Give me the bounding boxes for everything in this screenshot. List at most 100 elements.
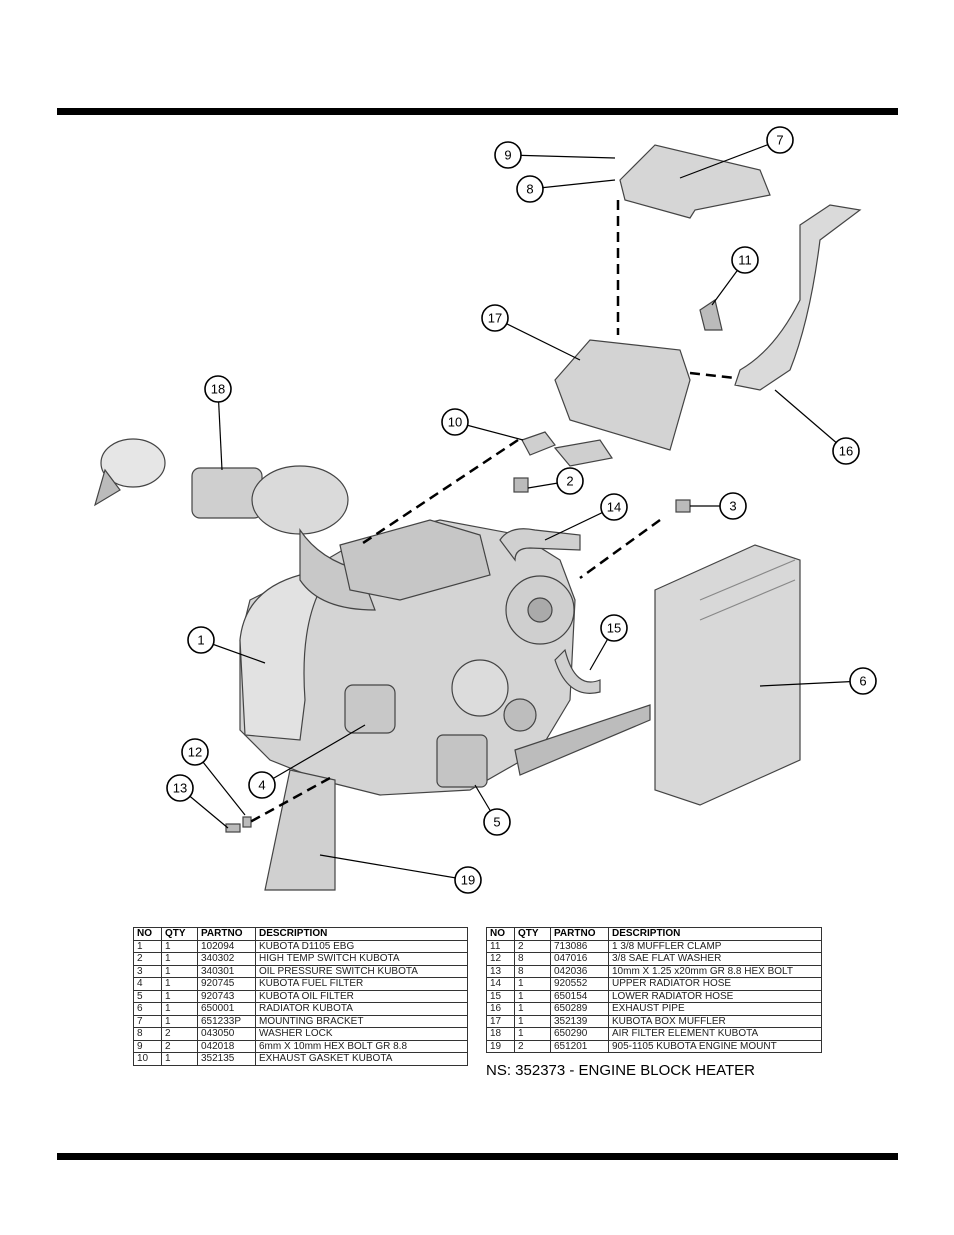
svg-text:17: 17 bbox=[488, 311, 502, 326]
svg-text:11: 11 bbox=[738, 253, 752, 268]
cell-description: 3/8 SAE FLAT WASHER bbox=[608, 952, 822, 966]
cell-no: 9 bbox=[133, 1039, 162, 1053]
header-description: DESCRIPTION bbox=[255, 927, 468, 941]
block-heater-note: NS: 352373 - ENGINE BLOCK HEATER bbox=[486, 1062, 755, 1079]
cell-description: LOWER RADIATOR HOSE bbox=[608, 989, 822, 1003]
table-header-row: NO QTY PARTNO DESCRIPTION bbox=[133, 927, 468, 941]
cell-qty: 2 bbox=[161, 1039, 198, 1053]
svg-text:2: 2 bbox=[566, 474, 573, 489]
cell-description: WASHER LOCK bbox=[255, 1027, 468, 1041]
cell-qty: 1 bbox=[161, 1002, 198, 1016]
cell-partno: 651201 bbox=[550, 1039, 609, 1053]
cell-qty: 1 bbox=[161, 952, 198, 966]
cell-description: RADIATOR KUBOTA bbox=[255, 1002, 468, 1016]
cell-partno: 713086 bbox=[550, 939, 609, 953]
svg-text:9: 9 bbox=[504, 148, 511, 163]
cell-qty: 1 bbox=[161, 977, 198, 991]
cell-no: 16 bbox=[486, 1002, 515, 1016]
engine-mount bbox=[264, 769, 336, 891]
callout-14: 14 bbox=[600, 493, 628, 521]
callout-13: 13 bbox=[166, 774, 194, 802]
callout-17: 17 bbox=[481, 304, 509, 332]
exploded-engine-diagram: 1 2 3 4 5 6 7 8 9 10 11 12 13 14 15 16 1… bbox=[94, 126, 877, 894]
cell-qty: 2 bbox=[514, 939, 551, 953]
svg-text:4: 4 bbox=[258, 778, 265, 793]
cell-description: AIR FILTER ELEMENT KUBOTA bbox=[608, 1027, 822, 1041]
header-description: DESCRIPTION bbox=[608, 927, 822, 941]
cell-description: 1 3/8 MUFFLER CLAMP bbox=[608, 939, 822, 953]
cell-partno: 352139 bbox=[550, 1014, 609, 1028]
top-rule bbox=[57, 108, 898, 115]
callout-3: 3 bbox=[719, 492, 747, 520]
cell-description: KUBOTA BOX MUFFLER bbox=[608, 1014, 822, 1028]
callout-15: 15 bbox=[600, 614, 628, 642]
svg-text:18: 18 bbox=[211, 382, 225, 397]
callout-7: 7 bbox=[766, 126, 794, 154]
callout-4: 4 bbox=[248, 771, 276, 799]
cell-partno: 352135 bbox=[197, 1052, 256, 1066]
svg-text:19: 19 bbox=[461, 873, 475, 888]
cell-description: 10mm X 1.25 x20mm GR 8.8 HEX BOLT bbox=[608, 964, 822, 978]
header-partno: PARTNO bbox=[197, 927, 256, 941]
cell-qty: 1 bbox=[161, 1014, 198, 1028]
cell-no: 11 bbox=[486, 939, 515, 953]
callout-1: 1 bbox=[187, 626, 215, 654]
upper-radiator-hose bbox=[499, 528, 581, 562]
cell-qty: 1 bbox=[514, 1014, 551, 1028]
cell-no: 19 bbox=[486, 1039, 515, 1053]
cell-partno: 340301 bbox=[197, 964, 256, 978]
cylinder-head bbox=[339, 519, 491, 601]
cell-qty: 2 bbox=[514, 1039, 551, 1053]
cell-qty: 1 bbox=[161, 964, 198, 978]
air-filter bbox=[191, 467, 263, 519]
alternator bbox=[451, 659, 509, 717]
callout-12: 12 bbox=[181, 738, 209, 766]
cell-no: 7 bbox=[133, 1014, 162, 1028]
callout-8: 8 bbox=[516, 175, 544, 203]
cell-qty: 8 bbox=[514, 964, 551, 978]
mounting-bracket bbox=[619, 144, 771, 219]
cell-no: 10 bbox=[133, 1052, 162, 1066]
cell-no: 12 bbox=[486, 952, 515, 966]
cell-qty: 1 bbox=[161, 939, 198, 953]
lower-radiator-hose bbox=[554, 648, 601, 694]
cell-description: EXHAUST PIPE bbox=[608, 1002, 822, 1016]
base-rail bbox=[514, 704, 651, 776]
svg-text:6: 6 bbox=[859, 674, 866, 689]
callout-6: 6 bbox=[849, 667, 877, 695]
cell-description: 905-1105 KUBOTA ENGINE MOUNT bbox=[608, 1039, 822, 1053]
cell-no: 5 bbox=[133, 989, 162, 1003]
intake-funnel bbox=[100, 438, 166, 488]
cell-partno: 042036 bbox=[550, 964, 609, 978]
svg-text:1: 1 bbox=[197, 633, 204, 648]
cell-qty: 1 bbox=[514, 989, 551, 1003]
svg-text:13: 13 bbox=[173, 781, 187, 796]
cell-no: 8 bbox=[133, 1027, 162, 1041]
svg-text:7: 7 bbox=[776, 133, 783, 148]
callout-2: 2 bbox=[556, 467, 584, 495]
cell-qty: 1 bbox=[514, 977, 551, 991]
cell-partno: 650289 bbox=[550, 1002, 609, 1016]
cell-partno: 920745 bbox=[197, 977, 256, 991]
cell-partno: 920743 bbox=[197, 989, 256, 1003]
exhaust-gasket bbox=[521, 431, 614, 467]
exhaust-pipe bbox=[734, 204, 862, 391]
cell-no: 18 bbox=[486, 1027, 515, 1041]
high-temp-switch bbox=[513, 477, 529, 493]
muffler-clamp bbox=[699, 299, 723, 331]
